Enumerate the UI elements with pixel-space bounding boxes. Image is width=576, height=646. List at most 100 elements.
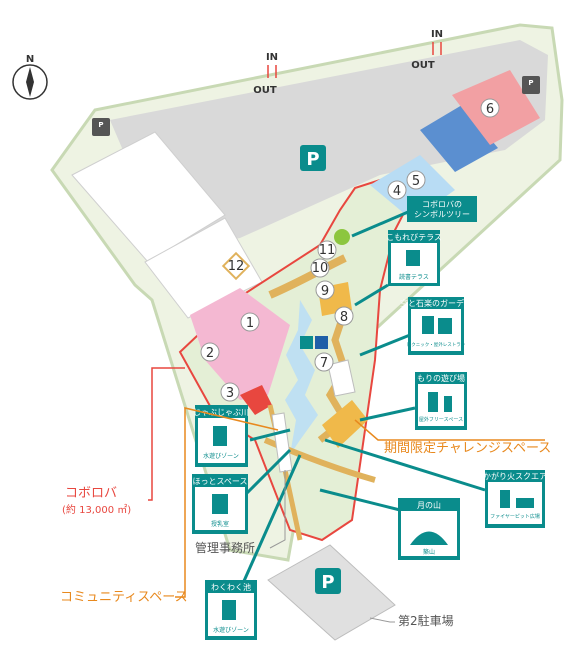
marker-9-label: 9: [321, 284, 329, 299]
sign-moon-title: 月の山: [417, 500, 441, 510]
picnic-icon: [422, 316, 434, 334]
sign-forest-caption: 屋外フリースペース: [419, 416, 463, 423]
building-1-2: [190, 288, 290, 400]
marker-10-label: 10: [312, 261, 329, 276]
sign-river-caption: 水遊びゾーン: [203, 452, 239, 460]
sign-garden-title: 空と石楽のガーデン: [400, 298, 472, 308]
sign-symbol-tree: コボロバの シンボルツリー: [407, 196, 477, 222]
nursing-icon: [212, 494, 228, 514]
marker-1: [240, 312, 260, 332]
pointer-fire: [324, 438, 486, 492]
sign-pond-title: わくわく池: [211, 582, 251, 592]
marker-4-label: 4: [393, 184, 401, 199]
sign-moon-caption: 築山: [423, 548, 435, 556]
sign-fire: かがり火スクエア ファイヤーピット広場: [483, 470, 547, 528]
marker-3: [220, 382, 240, 402]
sign-garden-panel: [411, 309, 461, 351]
sign-moon: 月の山 築山: [398, 498, 460, 560]
parking2-leader: [369, 617, 395, 623]
sign-forest: もりの遊び場 屋外フリースペース: [415, 372, 467, 430]
marker-8: [334, 306, 354, 326]
challenge-leader: [354, 419, 545, 441]
marker-8-label: 8: [340, 310, 348, 325]
pointer-hot: [243, 448, 292, 497]
koboroba-leader: [148, 367, 185, 501]
building-dark-blue: [420, 105, 498, 172]
water-play-icon: [213, 426, 227, 446]
sign-river: じゃぶじゃぶ川 水遊びゾーン: [193, 405, 249, 467]
marker-4: [387, 180, 407, 200]
pointer-garden: [359, 333, 411, 357]
sign-pond: わくわく池 水遊びゾーン: [205, 580, 257, 640]
pointer-pond: [238, 454, 302, 591]
sign-hot-space: ほっとスペース 授乳室: [192, 474, 248, 534]
main-parking-sign: [300, 145, 326, 171]
entrance-2-out: OUT: [411, 60, 435, 71]
number-markers: 1 2 3 4 5 6 7 8 9 10 11 12: [200, 98, 500, 402]
restaurant-icon: [438, 318, 452, 334]
marker-11: [317, 240, 337, 260]
sign-garden-caption: ピクニック・屋外レストラン: [407, 341, 466, 348]
entrance-2-in: IN: [431, 29, 443, 40]
bike-parking-left-letter: P: [98, 121, 103, 129]
building-7: [327, 359, 356, 397]
bike-parking-right-letter: P: [528, 79, 533, 87]
office-label: 管理事務所: [195, 540, 255, 555]
bike-parking-right-icon: [522, 76, 540, 94]
compass: N: [12, 54, 48, 100]
pointer-river: [249, 428, 291, 442]
marker-1-label: 1: [246, 316, 254, 331]
entrance-1-arrows: [267, 65, 277, 78]
sign-river-title: じゃぶじゃぶ川: [193, 408, 249, 417]
entrance-1-out: OUT: [253, 85, 277, 96]
sign-garden: 空と石楽のガーデン ピクニック・屋外レストラン: [400, 297, 472, 355]
pointer-tree: [351, 210, 409, 238]
sign-fire-title: かがり火スクエア: [483, 471, 547, 481]
main-parking-lot: [110, 40, 548, 245]
community-leader: [175, 407, 279, 598]
community-label: コミュニティスペース: [60, 590, 188, 605]
sign-hot-title: ほっとスペース: [192, 477, 247, 486]
marker-2-label: 2: [206, 346, 214, 361]
sign-pond-caption: 水遊びゾーン: [213, 626, 249, 634]
child-icon-1: [428, 392, 438, 412]
marker-6: [480, 98, 500, 118]
marker-5-label: 5: [412, 174, 420, 189]
sign-forest-title: もりの遊び場: [417, 373, 465, 383]
marker-3-label: 3: [226, 386, 234, 401]
child-icon-2: [444, 396, 452, 412]
parking2-label: 第2駐車場: [398, 613, 454, 628]
marker-12-label: 12: [228, 259, 245, 274]
sign-tree-title2: シンボルツリー: [414, 210, 470, 219]
marker-6-label: 6: [486, 102, 494, 117]
challenge-label: 期間限定チャレンジスペース: [384, 441, 551, 456]
marker-2: [200, 342, 220, 362]
sign-hot-caption: 授乳室: [211, 520, 229, 528]
marker-9: [315, 280, 335, 300]
marker-7-label: 7: [320, 356, 328, 371]
pointer-forest: [359, 406, 416, 422]
symbol-tree: [334, 229, 350, 245]
pointer-terrace: [354, 283, 389, 307]
office-leader: [269, 470, 286, 549]
reading-icon: [406, 250, 420, 266]
fire-pit-icon: [516, 498, 534, 508]
pond-play-icon: [222, 600, 236, 620]
sign-tree-box: [407, 196, 477, 222]
marker-12: [221, 251, 251, 281]
second-parking-letter: P: [321, 572, 334, 593]
koboroba-area-label: (約 13,000 ㎡): [62, 503, 131, 516]
marker-5: [406, 170, 426, 190]
sign-terrace: こもれびテラス 読書テラス: [386, 230, 442, 286]
main-parking-letter: P: [306, 149, 319, 170]
accessibility-icon: [315, 336, 328, 349]
person-icon: [500, 490, 510, 508]
sign-forest-panel: [418, 384, 464, 426]
sign-tree-title: コボロバの: [422, 200, 462, 209]
sign-pointers: [238, 210, 486, 591]
sign-fire-caption: ファイヤーピット広場: [490, 513, 540, 520]
marker-11-label: 11: [319, 243, 336, 258]
water-channel: [285, 300, 318, 455]
marker-10: [310, 258, 330, 278]
